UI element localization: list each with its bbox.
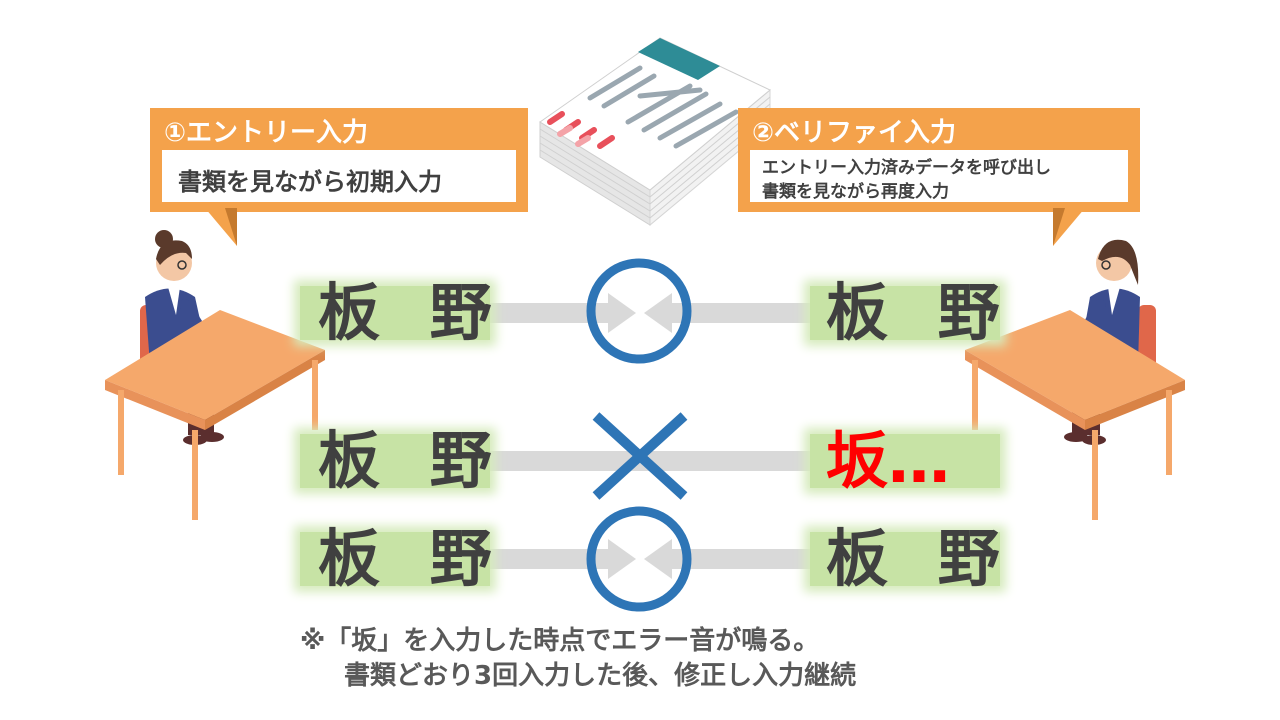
row3-entry-name-box bbox=[300, 532, 490, 586]
entry-callout-title: ①エントリー入力 bbox=[164, 118, 369, 148]
row3-left-arrow-head bbox=[608, 539, 636, 579]
row1-entry-name: 板 野 bbox=[318, 276, 506, 349]
verify-callout-line2: 書類を見ながら再度入力 bbox=[762, 182, 949, 202]
row1-right-arrow-head bbox=[644, 293, 672, 333]
row1-verify-name: 板 野 bbox=[826, 276, 1014, 349]
entry-operator-illustration bbox=[105, 230, 325, 520]
row1-left-arrow-head bbox=[608, 293, 636, 333]
row3-match-circle-icon bbox=[586, 506, 692, 612]
row3-left-arrow-shaft bbox=[490, 549, 610, 569]
row3-right-arrow-shaft bbox=[670, 549, 810, 569]
row2-mismatch-cross-icon bbox=[592, 412, 688, 500]
verify-callout-title: ②ベリファイ入力 bbox=[752, 118, 957, 148]
row1-match-circle-icon bbox=[586, 258, 692, 364]
entry-callout-tail bbox=[205, 208, 237, 246]
verify-callout-line1: エントリー入力済みデータを呼び出し bbox=[762, 158, 1051, 178]
row3-verify-name: 板 野 bbox=[826, 522, 1014, 595]
verify-callout-body: エントリー入力済みデータを呼び出し 書類を見ながら再度入力 bbox=[750, 150, 1128, 202]
note-line2: 書類どおり3回入力した後、修正し入力継続 bbox=[344, 661, 857, 691]
row3-entry-name: 板 野 bbox=[318, 522, 506, 595]
note-line1: ※「坂」を入力した時点でエラー音が鳴る。 bbox=[300, 626, 820, 656]
row1-entry-name-box bbox=[300, 286, 490, 340]
verify-operator-illustration bbox=[965, 239, 1185, 520]
row3-verify-name-box bbox=[810, 532, 1000, 586]
row1-left-arrow-shaft bbox=[490, 303, 610, 323]
row1-verify-name-box bbox=[810, 286, 1000, 340]
verify-callout-tail bbox=[1053, 208, 1085, 246]
row2-entry-name: 板 野 bbox=[318, 424, 506, 497]
entry-callout-body: 書類を見ながら初期入力 bbox=[162, 150, 516, 202]
row3-right-arrow-head bbox=[644, 539, 672, 579]
verify-callout: ②ベリファイ入力 エントリー入力済みデータを呼び出し 書類を見ながら再度入力 bbox=[738, 108, 1140, 212]
entry-callout: ①エントリー入力 書類を見ながら初期入力 bbox=[150, 108, 528, 212]
row2-entry-name-box bbox=[300, 434, 490, 488]
row2-verify-name-box bbox=[810, 434, 1000, 488]
row2-verify-name-error: 坂… bbox=[826, 424, 951, 497]
row1-right-arrow-shaft bbox=[670, 303, 810, 323]
